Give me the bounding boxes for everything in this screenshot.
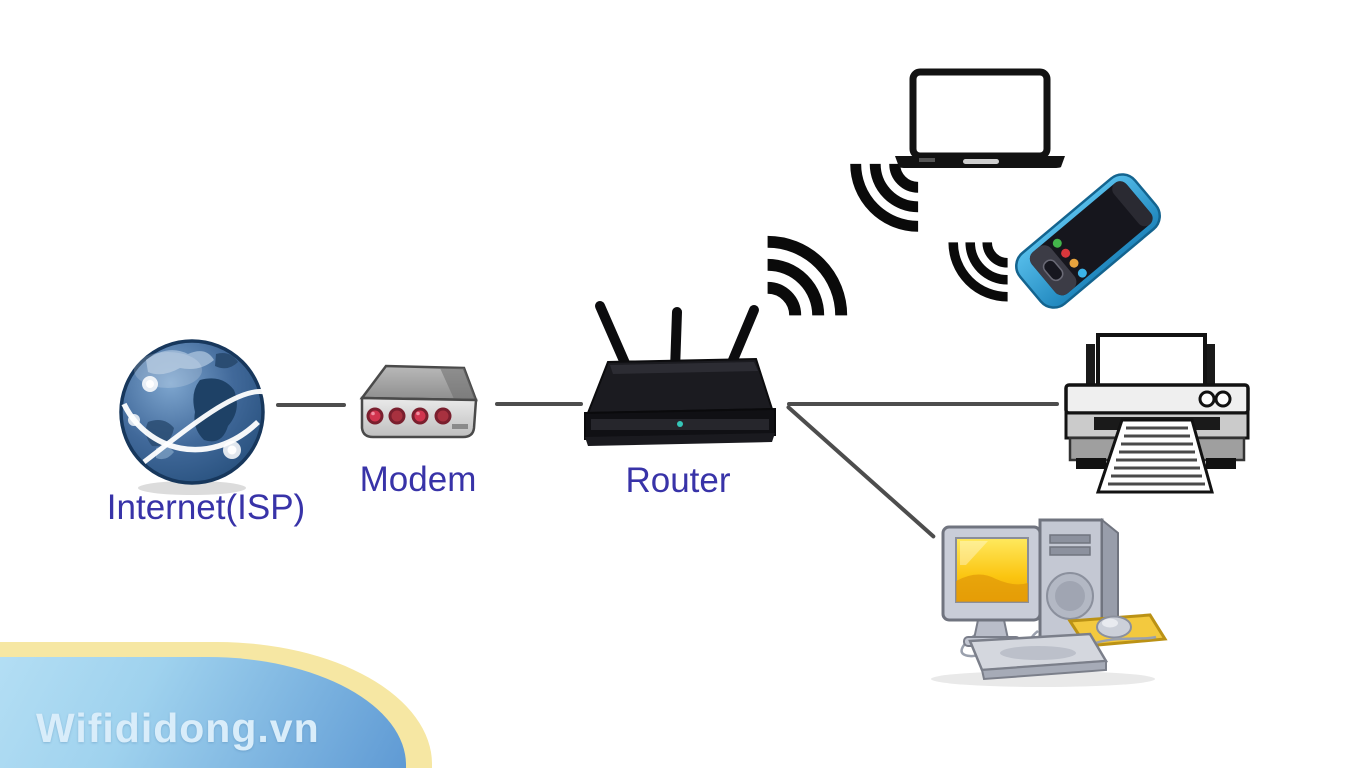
router-icon — [584, 301, 776, 446]
laptop-icon — [895, 68, 1065, 168]
wire-modem-router — [495, 402, 583, 406]
internet-globe-icon — [119, 339, 266, 495]
desktop-computer-icon — [931, 517, 1168, 687]
smartphone-icon — [1015, 173, 1161, 309]
printer-icon — [1064, 333, 1250, 494]
modem-icon — [359, 364, 478, 439]
wire-internet-modem — [276, 403, 346, 407]
router-label: Router — [625, 461, 731, 500]
watermark-text: Wifididong.vn — [36, 705, 320, 751]
modem-label: Modem — [359, 460, 477, 499]
wire-router-printer — [787, 402, 1059, 406]
wifi-signal-laptop-icon — [850, 163, 919, 232]
wifi-signal-router-icon — [767, 235, 848, 316]
wire-router-desktop — [785, 404, 937, 540]
internet-label: Internet(ISP) — [106, 488, 306, 527]
wifi-signal-smartphone-icon — [948, 242, 1008, 302]
